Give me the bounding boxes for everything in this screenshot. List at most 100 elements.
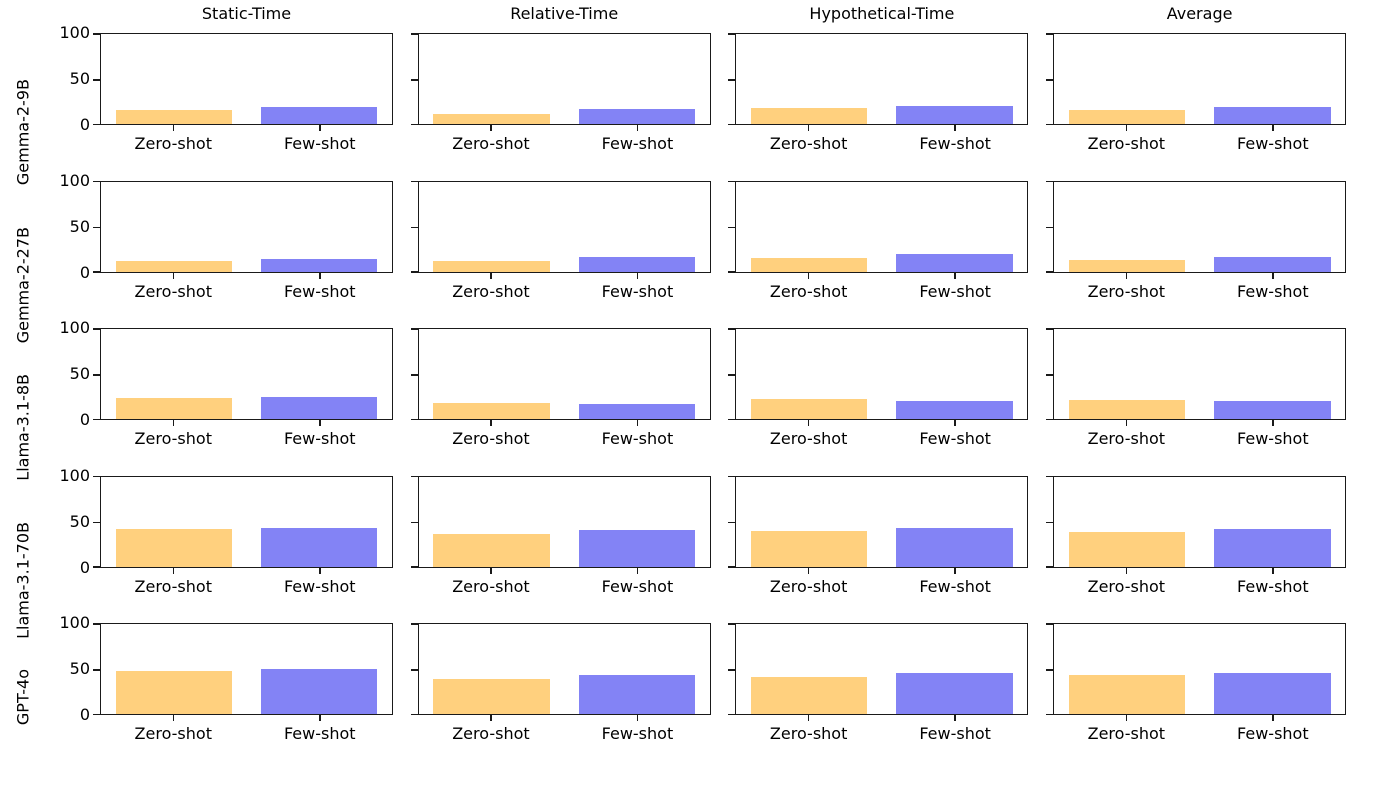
xtick-mark	[1272, 125, 1274, 131]
ytick-label-0: 0	[79, 262, 90, 282]
subplot-title-static-time: Static-Time	[201, 4, 292, 23]
xtick-label-few-shot: Few-shot	[601, 429, 674, 449]
bar-few-shot	[1214, 401, 1331, 420]
bar-few-shot	[578, 675, 696, 715]
ytick-mark	[728, 123, 736, 125]
bar-zero-shot	[115, 109, 232, 124]
xtick-label-zero-shot: Zero-shot	[134, 429, 212, 449]
xtick-mark	[1272, 272, 1274, 279]
bar-few-shot	[896, 105, 1013, 124]
ytick-mark	[93, 566, 100, 568]
ytick-label-50: 50	[69, 511, 90, 531]
xtick-mark	[807, 272, 810, 279]
ytick-mark	[1046, 669, 1054, 671]
xtick-label-zero-shot: Zero-shot	[452, 281, 530, 301]
bar-zero-shot	[1068, 400, 1186, 420]
ytick-label-100: 100	[59, 23, 90, 42]
xtick-mark	[1125, 715, 1128, 722]
xtick-label-zero-shot: Zero-shot	[134, 134, 212, 153]
subplot-llama-3-1-70b-average	[1053, 475, 1347, 568]
subplot-gemma-2-27b-average	[1053, 180, 1347, 273]
bar-few-shot	[578, 403, 696, 420]
bar-zero-shot	[1068, 531, 1186, 567]
ytick-mark	[1046, 180, 1054, 183]
ytick-mark	[93, 123, 100, 125]
xtick-mark	[954, 715, 956, 722]
subplot-title-relative-time: Relative-Time	[510, 4, 619, 23]
bar-zero-shot	[750, 677, 868, 715]
xtick-label-few-shot: Few-shot	[919, 576, 991, 596]
xtick-mark	[1125, 272, 1128, 279]
row-label-gpt-4o: GPT-4o	[13, 669, 33, 726]
ytick-mark	[410, 180, 418, 183]
ytick-mark	[728, 418, 736, 421]
xtick-label-zero-shot: Zero-shot	[769, 134, 848, 153]
xtick-label-zero-shot: Zero-shot	[452, 724, 530, 744]
subplot-gemma-2-9b-average	[1053, 33, 1347, 125]
xtick-label-few-shot: Few-shot	[1237, 576, 1309, 596]
xtick-mark	[490, 420, 492, 427]
bar-zero-shot	[115, 260, 232, 272]
ytick-mark	[93, 713, 100, 716]
bar-zero-shot	[433, 114, 550, 124]
xtick-label-zero-shot: Zero-shot	[452, 134, 530, 153]
xtick-label-few-shot: Few-shot	[919, 724, 991, 744]
ytick-mark	[728, 328, 736, 330]
ytick-mark	[1046, 123, 1054, 125]
xtick-mark	[319, 567, 321, 574]
xtick-label-zero-shot: Zero-shot	[1087, 134, 1166, 153]
bar-few-shot	[261, 527, 378, 567]
xtick-mark	[1272, 715, 1274, 722]
row-label-llama-3-1-8b: Llama-3.1-8B	[13, 374, 33, 481]
subplot-llama-3-1-8b-static-time	[100, 328, 393, 421]
ytick-mark	[410, 566, 418, 568]
subplot-llama-3-1-8b-average	[1053, 328, 1347, 421]
subplot-gpt-4o-relative-time	[417, 623, 711, 716]
ytick-mark	[410, 623, 418, 625]
xtick-label-few-shot: Few-shot	[283, 724, 356, 744]
xtick-label-zero-shot: Zero-shot	[452, 429, 530, 449]
bar-zero-shot	[115, 670, 232, 715]
xtick-label-zero-shot: Zero-shot	[769, 576, 848, 596]
bar-zero-shot	[1068, 675, 1186, 715]
bar-few-shot	[1214, 257, 1331, 272]
xtick-mark	[490, 715, 492, 722]
xtick-label-few-shot: Few-shot	[283, 429, 356, 449]
xtick-mark	[636, 125, 639, 131]
xtick-label-few-shot: Few-shot	[283, 134, 356, 153]
xtick-mark	[490, 125, 492, 131]
ytick-mark	[410, 226, 418, 229]
ytick-mark	[728, 475, 736, 478]
ytick-mark	[93, 374, 100, 376]
xtick-label-few-shot: Few-shot	[601, 724, 674, 744]
bar-few-shot	[261, 106, 378, 124]
ytick-label-0: 0	[79, 705, 90, 725]
xtick-label-few-shot: Few-shot	[1237, 429, 1309, 449]
ytick-mark	[728, 79, 736, 81]
ytick-mark	[410, 521, 418, 524]
ytick-mark	[1046, 33, 1054, 35]
bar-zero-shot	[750, 107, 868, 124]
bar-few-shot	[261, 396, 378, 420]
bar-zero-shot	[1068, 259, 1186, 272]
xtick-label-few-shot: Few-shot	[1237, 724, 1309, 744]
xtick-label-zero-shot: Zero-shot	[1087, 576, 1166, 596]
ytick-mark	[93, 669, 100, 671]
xtick-label-zero-shot: Zero-shot	[134, 576, 212, 596]
xtick-mark	[490, 272, 492, 279]
xtick-label-few-shot: Few-shot	[919, 134, 991, 153]
ytick-mark	[410, 418, 418, 421]
xtick-mark	[807, 420, 810, 427]
row-label-gemma-2-9b: Gemma-2-9B	[13, 79, 33, 186]
ytick-mark	[410, 123, 418, 125]
bar-few-shot	[578, 529, 696, 567]
xtick-mark	[1125, 420, 1128, 427]
subplot-title-average: Average	[1166, 4, 1233, 23]
xtick-mark	[636, 715, 639, 722]
xtick-label-few-shot: Few-shot	[601, 576, 674, 596]
subplot-gpt-4o-average	[1053, 623, 1347, 716]
ytick-mark	[93, 521, 100, 524]
ytick-mark	[728, 374, 736, 376]
subplot-gemma-2-9b-hypothetical-time	[735, 33, 1029, 125]
ytick-mark	[410, 33, 418, 35]
